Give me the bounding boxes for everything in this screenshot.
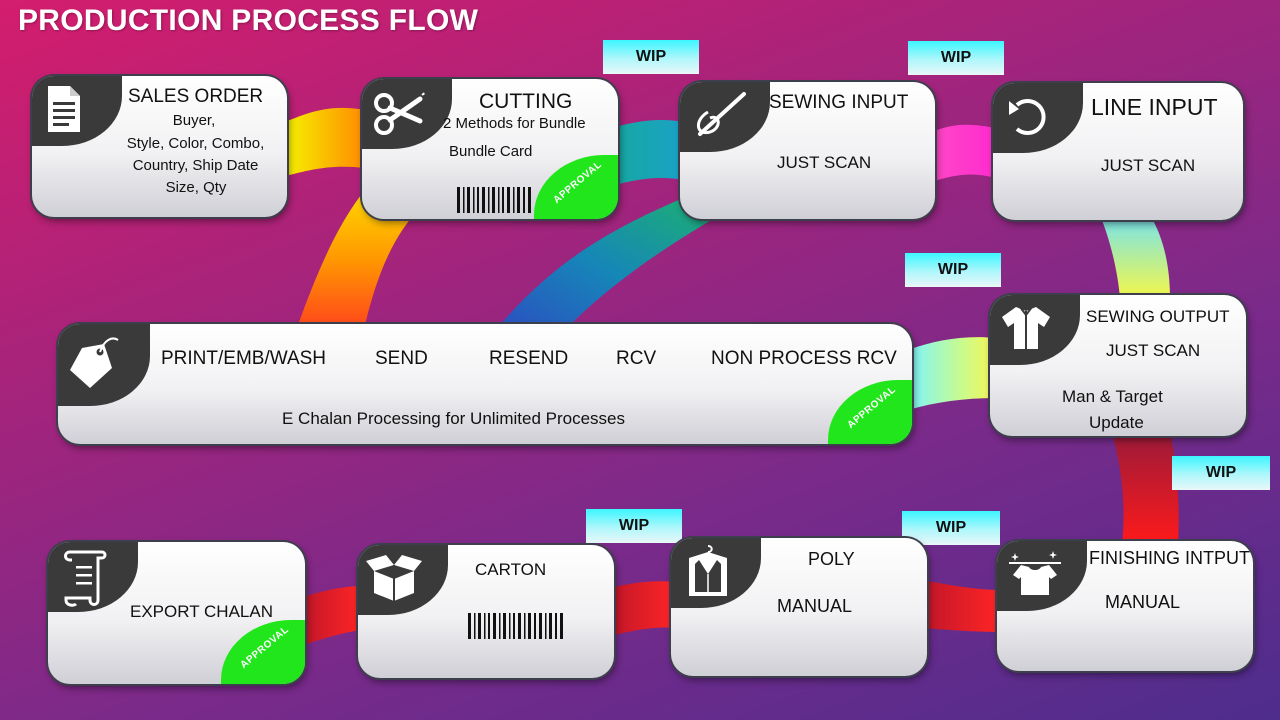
node-title: CARTON <box>475 560 547 579</box>
node-detail: E Chalan Processing for Unlimited Proces… <box>282 409 625 428</box>
shirt-icon <box>1002 306 1050 349</box>
icon-corner <box>993 83 1083 153</box>
scroll-icon <box>64 550 107 607</box>
node-title: POLY <box>808 549 855 569</box>
node-poly[interactable]: POLY MANUAL <box>671 538 927 676</box>
node-detail: Country, Ship Date <box>132 157 259 174</box>
connector-sales-cutting <box>285 107 365 176</box>
connector-carton-export <box>300 586 362 646</box>
document-icon <box>48 86 80 132</box>
node-line-input[interactable]: LINE INPUT JUST SCAN <box>993 83 1243 220</box>
wip-badge: WIP <box>908 41 1004 75</box>
node-title: SEWING OUTPUT <box>1086 307 1230 326</box>
node-title: EXPORT CHALAN <box>130 602 273 621</box>
node-detail: Style, Color, Combo, <box>126 135 265 152</box>
tshirt-sparkle-icon <box>1009 551 1061 595</box>
approval-label: APPROVAL <box>238 624 292 671</box>
icon-corner <box>990 295 1080 365</box>
node-export-chalan[interactable]: EXPORT CHALAN APPROVAL <box>48 542 305 684</box>
approval-label: APPROVAL <box>551 159 605 206</box>
price-tag-icon <box>70 337 119 388</box>
node-status: JUST SCAN <box>1106 341 1201 360</box>
page-title: PRODUCTION PROCESS FLOW <box>18 4 479 37</box>
node-detail: Buyer, <box>172 112 216 129</box>
node-title: CUTTING <box>479 90 573 113</box>
scissors-icon <box>374 91 427 135</box>
connector-cutting-print <box>298 190 418 325</box>
icon-corner <box>58 324 150 406</box>
node-title: LINE INPUT <box>1091 94 1218 120</box>
node-status: JUST SCAN <box>777 153 872 172</box>
node-status: MANUAL <box>1105 592 1181 612</box>
process-label: SEND <box>375 348 428 369</box>
barcode-icon <box>468 613 563 639</box>
connector-poly-carton <box>610 581 675 636</box>
node-detail: 2 Methods for Bundle <box>443 115 586 132</box>
wip-badge: WIP <box>905 253 1001 287</box>
wip-badge: WIP <box>902 511 1000 545</box>
wip-badge: WIP <box>1172 456 1270 490</box>
process-label: PRINT/EMB/WASH <box>161 348 327 369</box>
node-detail: Man & Target <box>1062 387 1163 406</box>
connector-print-output <box>908 337 995 410</box>
icon-corner <box>362 79 452 149</box>
icon-corner <box>358 545 448 615</box>
node-title: FINISHING INTPUT <box>1089 548 1250 568</box>
node-sewing-input[interactable]: SEWING INPUT JUST SCAN <box>680 82 935 219</box>
open-box-icon <box>366 555 422 601</box>
node-detail: Bundle Card <box>449 143 533 160</box>
approval-label: APPROVAL <box>845 384 899 431</box>
icon-corner <box>32 76 122 146</box>
node-detail: Size, Qty <box>165 179 227 196</box>
process-label: RCV <box>616 348 657 369</box>
icon-corner <box>48 542 138 612</box>
node-status: JUST SCAN <box>1101 156 1196 175</box>
connector-cutting-sewing <box>612 120 685 186</box>
process-label: NON PROCESS RCV <box>711 348 897 369</box>
node-finishing-input[interactable]: FINISHING INTPUT MANUAL <box>997 541 1253 671</box>
icon-corner <box>680 82 770 152</box>
node-status: MANUAL <box>777 596 853 616</box>
approval-badge: APPROVAL <box>221 620 305 684</box>
barcode-icon <box>457 187 531 213</box>
connector-finishing-poly <box>922 580 1000 632</box>
node-sales-order[interactable]: SALES ORDER Buyer, Style, Color, Combo, … <box>32 76 287 217</box>
icon-corner <box>671 538 761 608</box>
node-cutting[interactable]: CUTTING 2 Methods for Bundle Bundle Card… <box>362 79 618 219</box>
node-print-emb-wash[interactable]: PRINT/EMB/WASH SEND RESEND RCV NON PROCE… <box>58 324 912 444</box>
connector-sewing-line <box>932 124 995 182</box>
node-title: SALES ORDER <box>128 86 264 107</box>
wip-badge: WIP <box>586 509 682 543</box>
node-title: SEWING INPUT <box>769 92 909 113</box>
garment-bag-icon <box>689 545 727 596</box>
approval-badge: APPROVAL <box>828 380 912 444</box>
node-sewing-output[interactable]: SEWING OUTPUT JUST SCAN Man & Target Upd… <box>990 295 1246 436</box>
node-detail: Update <box>1089 413 1144 432</box>
connector-line-output <box>1100 215 1170 298</box>
process-label: RESEND <box>489 348 569 369</box>
node-carton[interactable]: CARTON <box>358 545 614 678</box>
connector-sewing-print <box>500 195 720 325</box>
approval-badge: APPROVAL <box>534 155 618 219</box>
rotate-arrow-icon <box>1009 99 1046 135</box>
connector-output-finishing <box>1112 432 1179 545</box>
icon-corner <box>997 541 1087 611</box>
wip-badge: WIP <box>603 40 699 74</box>
needle-thread-icon <box>697 92 746 136</box>
